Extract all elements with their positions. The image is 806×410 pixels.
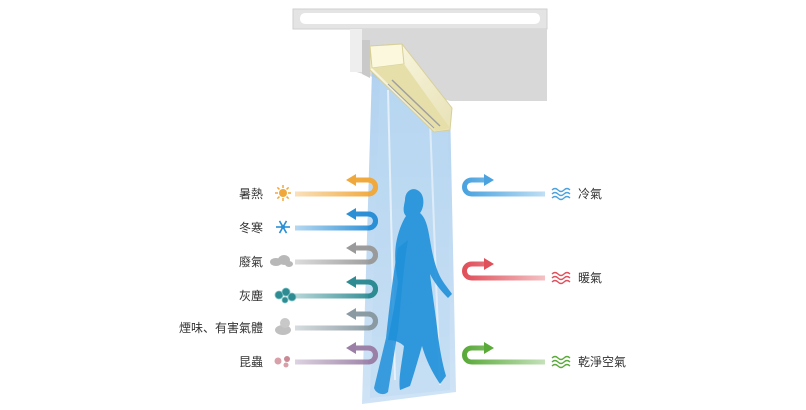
left-arrow-2 (295, 242, 378, 265)
label-clean-air: 乾淨空氣 (578, 355, 627, 369)
label-cool-air: 冷氣 (578, 187, 603, 201)
insect-icon (274, 356, 290, 368)
label-exhaust: 廢氣 (238, 255, 263, 269)
left-arrow-4 (295, 308, 378, 331)
left-arrow-5 (295, 342, 378, 365)
left-arrows (295, 174, 378, 365)
right-arrow-0 (462, 174, 545, 197)
exhaust-cloud-icon (270, 255, 293, 267)
smoke-icon (275, 318, 291, 335)
snowflake-icon (276, 220, 290, 234)
label-heat: 暑熱 (238, 187, 263, 201)
left-arrow-0 (295, 174, 378, 197)
clean-wave-icon (551, 355, 571, 369)
label-smoke: 煙味、有害氣體 (178, 321, 263, 335)
ceiling (292, 8, 548, 101)
label-warm-air: 暖氣 (578, 271, 603, 285)
label-dust: 灰塵 (238, 289, 263, 303)
label-insects: 昆蟲 (238, 355, 263, 369)
left-arrow-1 (295, 208, 378, 231)
sun-icon (275, 185, 291, 201)
warm-wave-icon (551, 271, 571, 285)
left-arrow-3 (295, 276, 378, 299)
right-arrow-2 (462, 342, 545, 365)
person-silhouette (374, 189, 452, 395)
right-arrow-1 (462, 258, 545, 281)
cool-wave-icon (551, 187, 571, 201)
right-arrows (462, 174, 545, 365)
dust-icon (274, 287, 297, 304)
air-curtain-unit (369, 43, 453, 133)
label-cold: 冬寒 (238, 221, 263, 235)
